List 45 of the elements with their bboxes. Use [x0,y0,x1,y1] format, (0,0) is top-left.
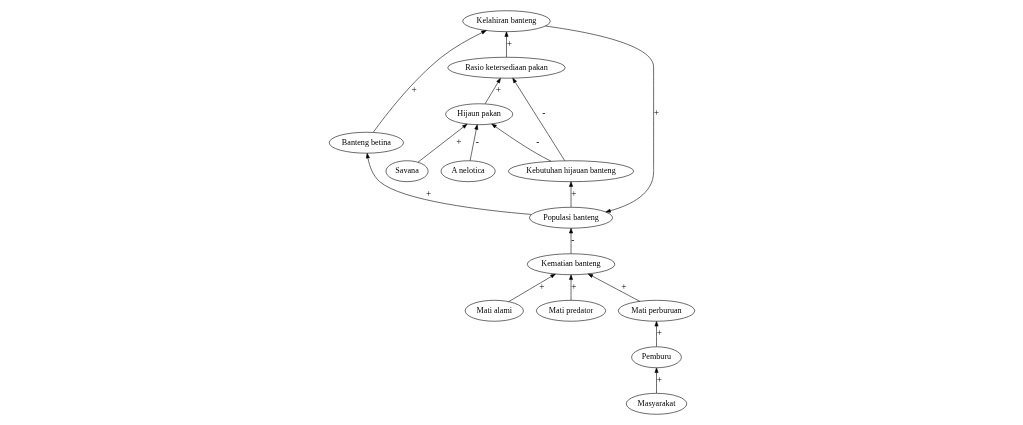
arrow [568,181,573,208]
node-ellipse: Pemburu [630,346,682,369]
node-ellipse: A nelotica [440,160,495,182]
arrow [587,273,640,302]
arrow [490,123,551,162]
edge-label: - [535,136,539,147]
edge-label: + [410,85,417,96]
arrow [654,367,658,394]
node-ellipse: Mati predator [535,300,606,322]
arrow [417,123,467,163]
node-ellipse: Kebutuhan hijauan banteng [507,160,634,182]
arrow [511,77,565,161]
arrow [654,321,658,347]
edge-label: + [620,281,627,292]
arrow [365,153,532,215]
edge-label: + [656,374,662,385]
arrow [507,273,556,302]
edge-label: + [570,281,577,292]
arrow [372,30,487,133]
node-ellipse: Mati perburuan [617,300,695,322]
arrow [568,228,573,254]
edge-label: - [475,136,479,147]
node-ellipse: Masyarakat [625,393,687,415]
edge-label: + [495,85,501,96]
arrow [469,124,478,161]
node-ellipse: Mati alami [464,300,524,322]
node-ellipse: Banteng betina [328,131,404,154]
arrow [544,25,654,213]
edge-label: + [506,38,512,49]
edge-label: + [656,328,662,339]
node-ellipse: Hijaun pakan [444,103,513,125]
edge-label: + [653,108,659,119]
edge-label: + [455,136,461,147]
node-ellipse: Kematian banteng [526,253,615,275]
edge-label: - [570,235,574,246]
arrow [484,78,501,105]
edge-label: + [538,281,545,292]
node-ellipse: Rasio ketersediaan pakan [446,56,565,79]
edge-label: - [541,108,545,119]
edge-label: + [570,188,577,199]
arrow [504,31,508,58]
node-ellipse: Kelahiran banteng [461,10,551,32]
node-ellipse: Savana [385,160,428,182]
arrow [568,274,573,301]
edge-label: + [425,188,431,199]
